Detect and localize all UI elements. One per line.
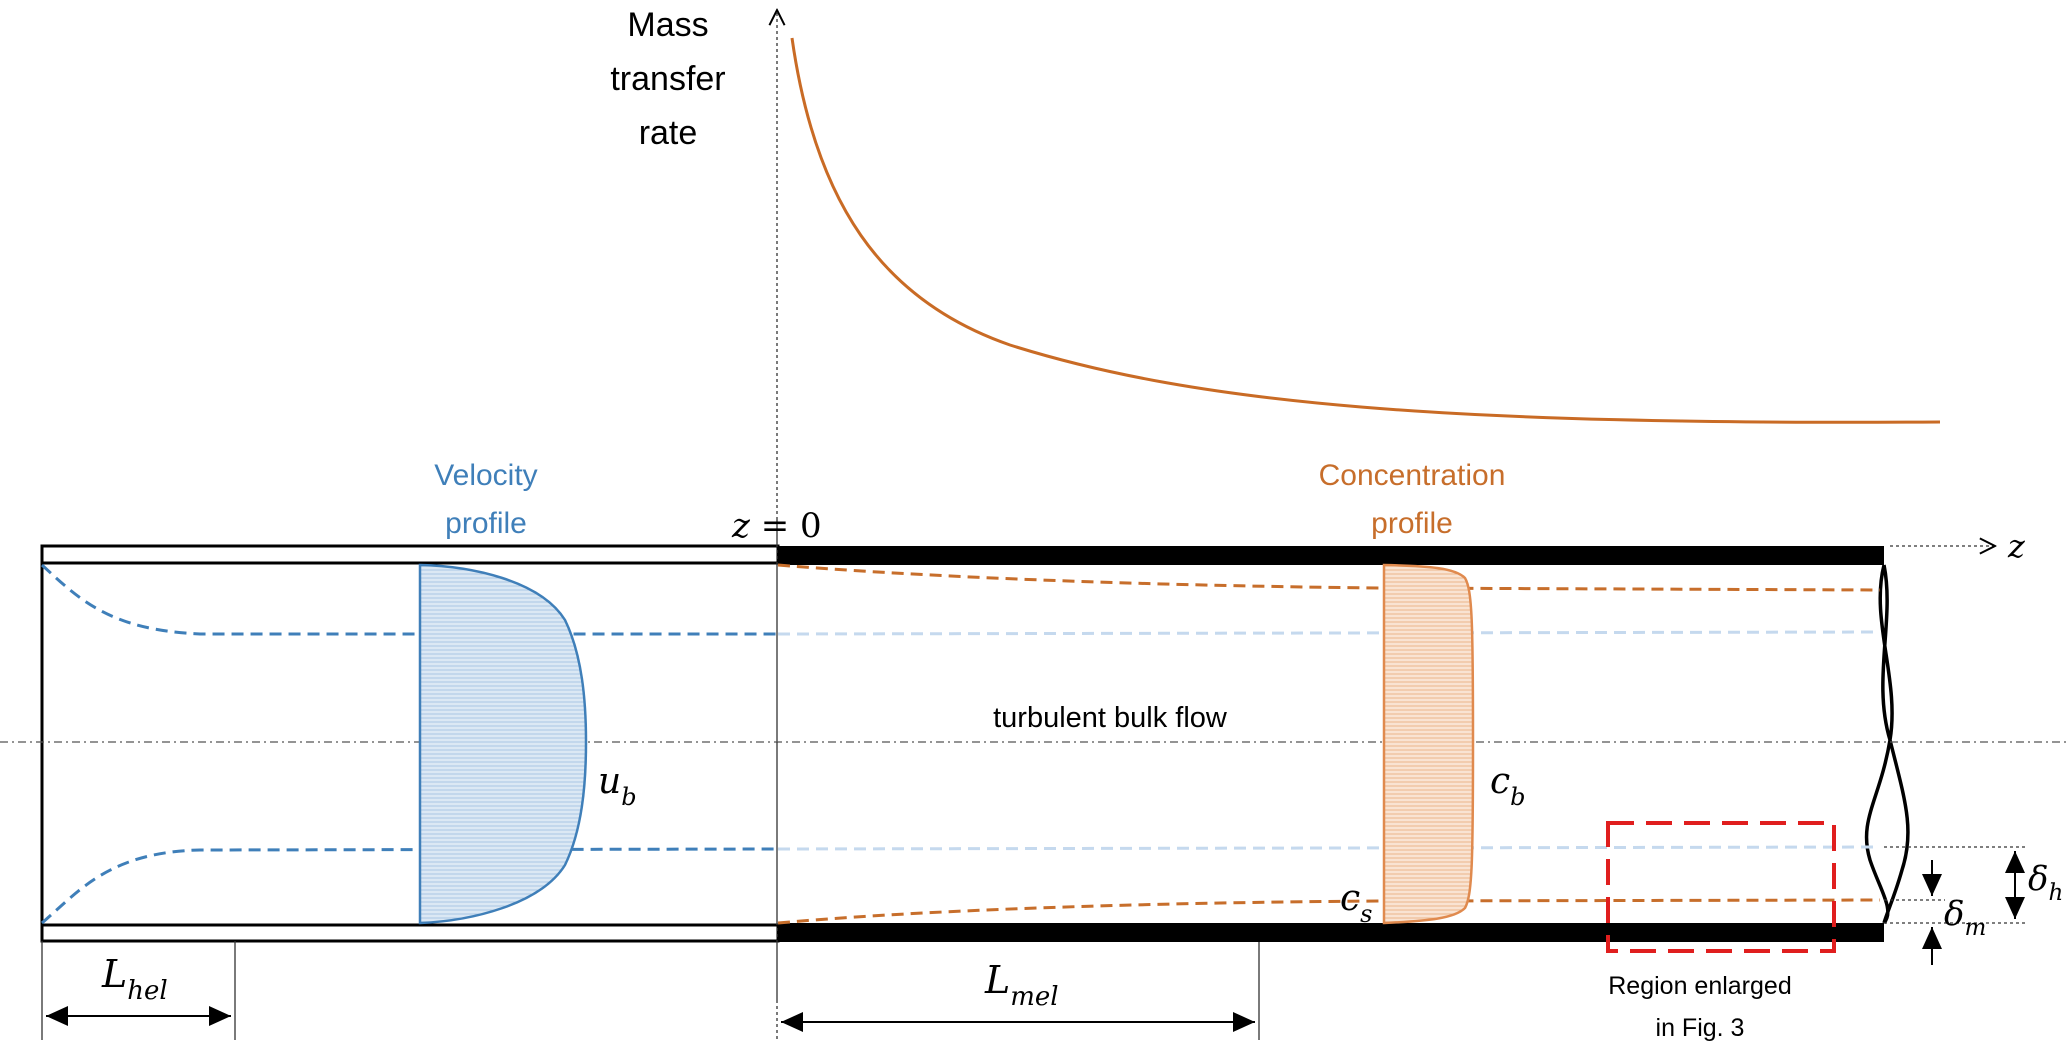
velocity-profile [418, 563, 588, 925]
region-enlarged-box [1606, 821, 1836, 953]
hydrodynamic-boundary-layer-top [40, 563, 777, 636]
pipe-wall-bottom-mass-transfer [778, 923, 1884, 942]
region-enlarged-caption-line-2: in Fig. 3 [1656, 1014, 1745, 1042]
hydrodynamic-boundary-layer-bottom-developed [777, 845, 1881, 851]
bulk-velocity-label: ub [598, 761, 637, 811]
L-hel-label: Lhel [101, 952, 168, 1006]
mass-boundary-layer-bottom [777, 898, 1881, 925]
hydrodynamic-boundary-layer-top-developed [777, 630, 1881, 636]
y-axis-title-line-2: transfer [610, 60, 725, 98]
pipe-wall-bottom-inlet [40, 923, 780, 943]
y-axis-title-line-3: rate [639, 114, 698, 152]
z-axis-label: z [2007, 527, 2026, 565]
concentration-profile-title-line-1: Concentration [1319, 459, 1506, 492]
concentration-profile-title-line-2: profile [1371, 507, 1453, 540]
pipe-wall-top-mass-transfer [778, 546, 1884, 565]
region-enlarged-caption-line-1: Region enlarged [1608, 972, 1791, 1000]
mass-transfer-rate-curve [790, 37, 1941, 424]
velocity-profile-title-line-1: Velocity [434, 459, 537, 492]
L-mel-label: Lmel [984, 958, 1059, 1012]
pipe-break-symbol [1864, 564, 1910, 925]
pipe-wall-top-inlet [40, 544, 780, 565]
concentration-profile [1382, 563, 1475, 925]
bulk-flow-label: turbulent bulk flow [993, 702, 1228, 734]
delta-m-label: δm [1944, 894, 1986, 941]
hydrodynamic-boundary-layer-bottom [41, 847, 778, 925]
mass-boundary-layer-top [777, 563, 1881, 592]
y-axis-title-line-1: Mass [627, 6, 708, 44]
z-zero-label: z = 0 [731, 506, 822, 546]
bulk-concentration-label: cb [1490, 761, 1526, 811]
delta-h-label: δh [2028, 859, 2063, 906]
surface-concentration-label: cs [1340, 878, 1373, 928]
velocity-profile-title-line-2: profile [445, 507, 527, 540]
